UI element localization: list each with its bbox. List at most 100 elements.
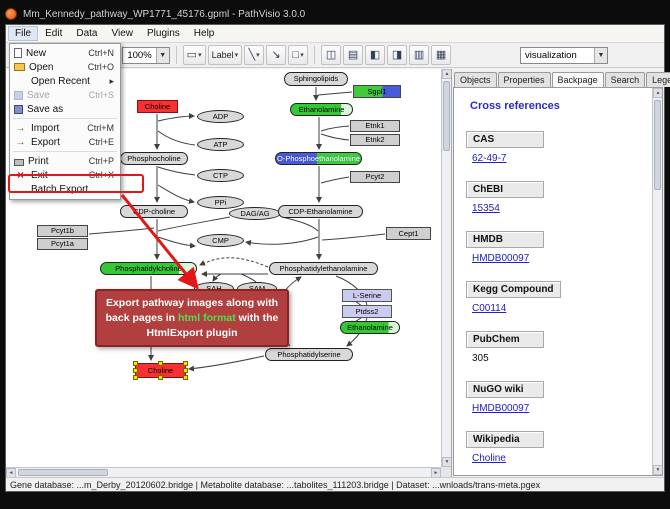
menu-edit[interactable]: Edit <box>45 28 63 39</box>
panel-vertical-scrollbar[interactable]: ▲ ▼ <box>652 88 662 475</box>
canvas-horizontal-scrollbar[interactable]: ◄ ► <box>6 467 441 477</box>
visualization-combobox[interactable]: visualization ▼ <box>520 46 608 64</box>
chevron-down-icon: ▾ <box>256 52 260 59</box>
pathway-node-ppi[interactable]: PPi <box>197 196 244 209</box>
xref-header-chebi: ChEBI <box>466 181 544 198</box>
pathway-node-phosphatidylserine[interactable]: Phosphatidylserine <box>265 348 353 361</box>
menu-data[interactable]: Data <box>76 28 98 39</box>
title-bar: Mm_Kennedy_pathway_WP1771_45176.gpml - P… <box>5 4 665 24</box>
selection-handle[interactable] <box>183 375 188 380</box>
scroll-down-icon[interactable]: ▼ <box>653 465 662 475</box>
file-menu-item-open-recent[interactable]: Open Recent▸ <box>10 74 120 88</box>
scroll-up-icon[interactable]: ▲ <box>442 69 451 79</box>
pathway-node-cmp[interactable]: CMP <box>197 234 244 247</box>
pathway-node-cept1[interactable]: Cept1 <box>386 227 431 240</box>
pathway-node-choline[interactable]: Choline <box>133 361 188 380</box>
tab-properties[interactable]: Properties <box>497 72 551 87</box>
tab-backpage[interactable]: Backpage <box>551 72 604 88</box>
pathway-node-cdp-choline[interactable]: CDP-choline <box>120 205 188 218</box>
line-tool[interactable]: ╲▾ <box>244 45 265 65</box>
pathway-node-pcyt1b[interactable]: Pcyt1b <box>37 225 88 237</box>
selection-handle[interactable] <box>133 367 138 373</box>
toolbar-separator <box>314 46 316 64</box>
pathway-node-phosphocholine[interactable]: Phosphocholine <box>120 152 188 165</box>
pathway-node-sgpl1[interactable]: Sgpl1 <box>353 85 401 98</box>
menu-file[interactable]: File <box>8 26 39 41</box>
selection-handle[interactable] <box>183 367 188 373</box>
xref-value-nugo-wiki[interactable]: HMDB00097 <box>472 403 530 414</box>
pathway-node-ethanolamine[interactable]: Ethanolamine <box>340 321 400 334</box>
pathway-node-ethanolamine[interactable]: Ethanolamine <box>290 103 353 116</box>
pathway-node-phosphatidylcholine[interactable]: Phosphatidylcholine <box>100 262 197 275</box>
gene-product-tool[interactable]: ▭▾ <box>182 45 206 65</box>
file-menu-item-label: New <box>26 47 47 59</box>
pathway-node-atp[interactable]: ATP <box>197 138 244 151</box>
align-left-button[interactable]: ◧ <box>365 45 386 65</box>
selection-handle[interactable] <box>157 361 163 366</box>
pathway-node-pcyt1a[interactable]: Pcyt1a <box>37 238 88 250</box>
selection-handle[interactable] <box>157 375 163 380</box>
menu-shortcut: Ctrl+M <box>87 123 114 133</box>
file-menu-item-save-as[interactable]: Save as <box>10 102 120 116</box>
xref-value-chebi[interactable]: 15354 <box>472 203 500 214</box>
callout-text: Export pathway images along with back pa… <box>106 297 279 339</box>
file-menu-item-label: Export <box>31 136 60 148</box>
align-center-vertical-button[interactable]: ▤ <box>343 45 364 65</box>
menu-plugins[interactable]: Plugins <box>146 28 180 39</box>
pathway-node-sphingolipids[interactable]: Sphingolipids <box>284 72 348 86</box>
file-menu-item-label: Batch Export <box>31 183 89 195</box>
menu-help[interactable]: Help <box>193 28 215 39</box>
arrow-tool[interactable]: ↘ <box>266 45 287 65</box>
scroll-left-icon[interactable]: ◄ <box>6 468 16 477</box>
pathway-node-etnk2[interactable]: Etnk2 <box>350 134 400 146</box>
selection-handle[interactable] <box>133 375 138 380</box>
pathway-node-dag-ag[interactable]: DAG/AG <box>229 207 281 220</box>
xref-header-wikipedia: Wikipedia <box>466 431 544 448</box>
pathway-node-ctp[interactable]: CTP <box>197 169 244 182</box>
shape-tool[interactable]: □▾ <box>288 45 309 65</box>
chevron-down-icon[interactable]: ▼ <box>594 47 607 63</box>
pathway-node-cdp-ethanolamine[interactable]: CDP-Ethanolamine <box>278 205 363 218</box>
zoom-combobox[interactable]: 100% ▼ <box>122 46 170 64</box>
xref-value-cas[interactable]: 62-49-7 <box>472 153 507 164</box>
pathway-node-adp[interactable]: ADP <box>197 110 244 123</box>
align-right-button[interactable]: ◨ <box>387 45 408 65</box>
scrollbar-thumb[interactable] <box>443 81 450 151</box>
file-menu-item-batch-export[interactable]: Batch Export <box>10 182 120 196</box>
scroll-right-icon[interactable]: ► <box>431 468 441 477</box>
tab-search[interactable]: Search <box>604 72 646 87</box>
scroll-up-icon[interactable]: ▲ <box>653 88 662 98</box>
pathway-node-l-serine[interactable]: L-Serine <box>342 289 392 302</box>
menu-view[interactable]: View <box>111 28 133 39</box>
distribute-vertical-button[interactable]: ▦ <box>431 45 452 65</box>
label-tool[interactable]: Label▾ <box>207 45 243 65</box>
scroll-down-icon[interactable]: ▼ <box>442 457 451 467</box>
xref-value-wikipedia[interactable]: Choline <box>472 453 506 464</box>
scrollbar-thumb[interactable] <box>18 469 108 476</box>
chevron-down-icon[interactable]: ▼ <box>155 47 169 63</box>
xref-value-hmdb[interactable]: HMDB00097 <box>472 253 530 264</box>
xref-value-kegg-compound[interactable]: C00114 <box>472 303 507 314</box>
tab-legend[interactable]: Legend <box>646 72 670 87</box>
pathway-node-choline[interactable]: Choline <box>137 100 178 113</box>
tab-objects[interactable]: Objects <box>454 72 497 87</box>
distribute-horizontal-button[interactable]: ▥ <box>409 45 430 65</box>
pathway-node-etnk1[interactable]: Etnk1 <box>350 120 400 132</box>
file-menu-item-label: Open Recent <box>31 75 90 87</box>
scrollbar-thumb[interactable] <box>654 100 661 190</box>
pathway-node-o-phosphoethanolamine[interactable]: O-Phosphoethanolamine <box>275 152 362 165</box>
pathway-node-phosphatidylethanolamine[interactable]: Phosphatidylethanolamine <box>269 262 378 275</box>
align-center-horizontal-button[interactable]: ◫ <box>321 45 342 65</box>
pathway-node-ptdss2[interactable]: Ptdss2 <box>342 305 392 318</box>
pathway-node-pcyt2[interactable]: Pcyt2 <box>350 171 400 183</box>
selection-handle[interactable] <box>133 361 138 366</box>
canvas-vertical-scrollbar[interactable]: ▲ ▼ <box>441 69 451 467</box>
selection-handle[interactable] <box>183 361 188 366</box>
